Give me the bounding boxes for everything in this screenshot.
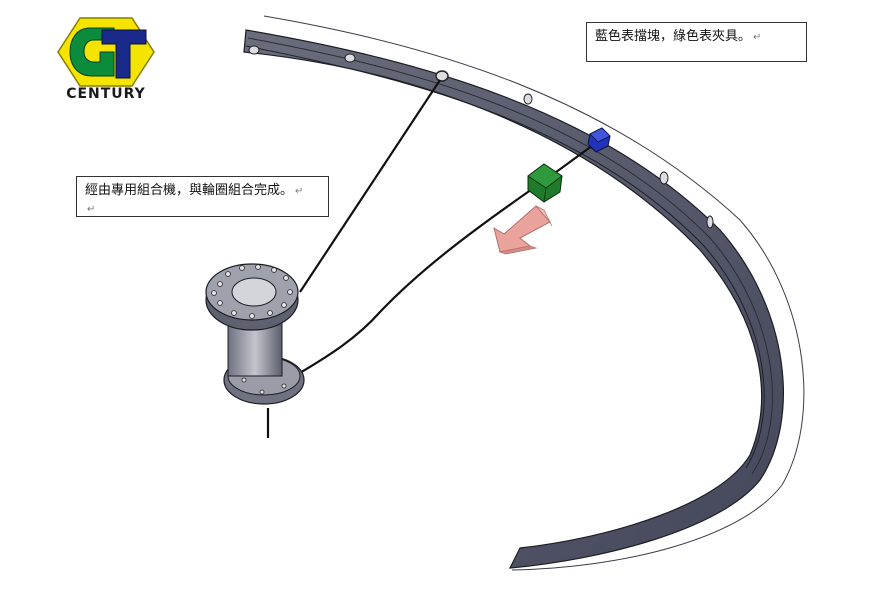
hub — [205, 263, 305, 405]
return-mark-icon: ↵ — [87, 204, 96, 215]
rim-hole — [659, 171, 669, 185]
pull-direction-arrow-icon — [493, 205, 553, 255]
rim-hole — [248, 45, 260, 55]
callout-assembly-text: 經由專用組合機，與輪圈組合完成。 — [85, 183, 294, 198]
callout-stopper-clamp-text: 藍色表擋塊，綠色表夾具。 — [595, 29, 752, 44]
spoke-upper — [299, 79, 441, 293]
logo-mark-icon — [57, 17, 155, 87]
rim — [243, 15, 805, 571]
rim-hole — [706, 215, 714, 229]
rim-hole — [344, 53, 356, 63]
spokes — [266, 79, 601, 438]
century-logo: CENTURY — [56, 16, 156, 106]
spoke-lower — [291, 139, 601, 379]
return-mark-icon: ↵ — [295, 186, 304, 197]
callout-assembly-note: 經由專用組合機，與輪圈組合完成。↵ ↵ — [76, 176, 329, 217]
rim-hole — [523, 93, 533, 105]
logo-wordmark: CENTURY — [66, 86, 146, 102]
blue-stopper — [587, 127, 611, 153]
callout-stopper-clamp-note: 藍色表擋塊，綠色表夾具。↵ — [586, 22, 807, 62]
return-mark-icon: ↵ — [753, 32, 762, 43]
rim-hole — [435, 70, 449, 82]
green-clamp — [527, 163, 563, 203]
